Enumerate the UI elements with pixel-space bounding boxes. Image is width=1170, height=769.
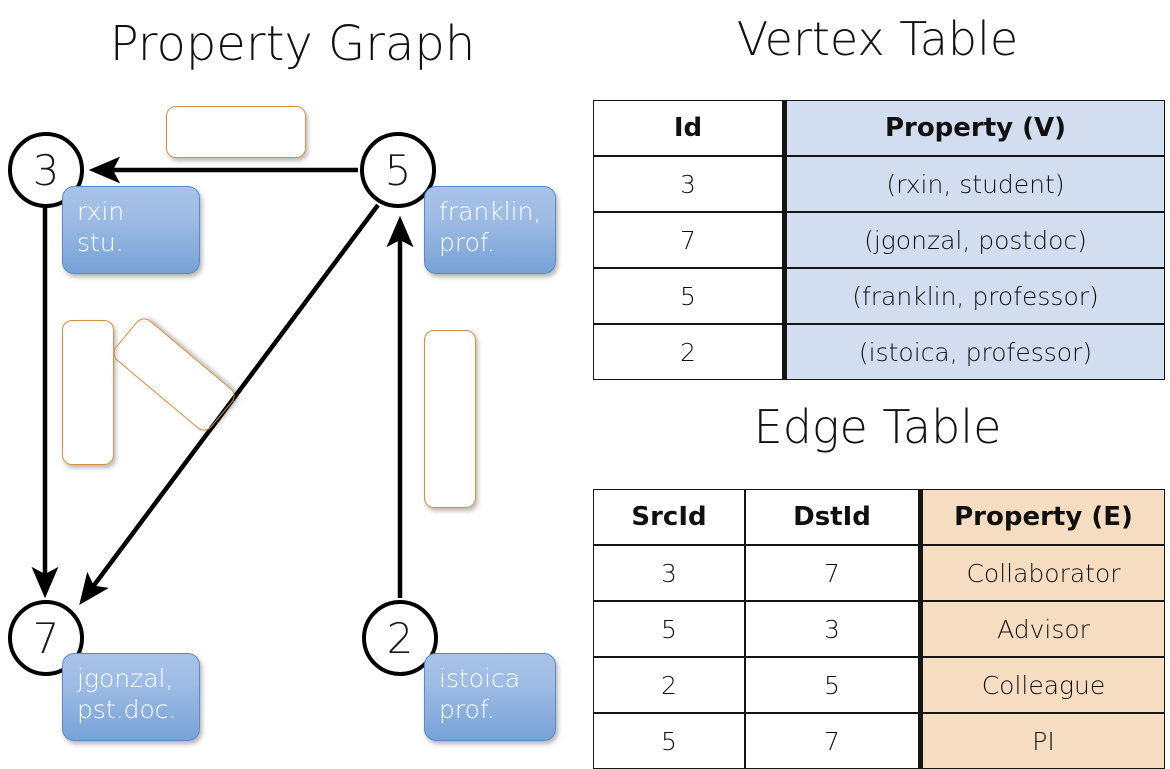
edge-label-pi-text: PI [155,355,193,394]
edge-table-header-dstid: DstId [745,489,919,545]
edge-table-cell-srcid: 3 [593,545,745,601]
page-title-vertex-table: Vertex Table [736,12,1019,66]
vertex-property-box-rxin: rxin stu. [62,186,200,274]
edge-table-cell-property: PI [919,713,1165,769]
vertex-table: Id Property (V) 3 (rxin, student) 7 (jgo… [593,100,1165,380]
table-row: 3 7 Collaborator [593,545,1165,601]
vertex-table-cell-id: 7 [593,212,783,268]
edge-table: SrcId DstId Property (E) 3 7 Collaborato… [593,489,1165,769]
graph-vertex-2[interactable]: 2 [362,600,438,676]
graph-vertex-5[interactable]: 5 [360,132,436,208]
edge-label-colleague-text: Colleague [435,354,466,484]
vertex-property-line1: franklin, [439,197,542,226]
table-row: 5 3 Advisor [593,601,1165,657]
vertex-property-box-istoica: istoica prof. [424,653,556,741]
edge-label-colleague: Colleague [424,330,476,508]
edge-table-header-srcid: SrcId [593,489,745,545]
edge-table-cell-dstid: 7 [745,545,919,601]
table-row: 2 5 Colleague [593,657,1165,713]
page-title-edge-table: Edge Table [753,400,1002,454]
edge-table-cell-property: Collaborator [919,545,1165,601]
vertex-property-line2: stu. [77,228,124,258]
vertex-property-line2: prof. [439,228,495,258]
vertex-table-cell-id: 5 [593,268,783,324]
edge-table-cell-srcid: 2 [593,657,745,713]
edge-label-advisor-text: Advisor [187,117,285,147]
edge-table-cell-srcid: 5 [593,601,745,657]
edge-table-cell-dstid: 5 [745,657,919,713]
vertex-table-cell-property: (istoica, professor) [783,324,1165,380]
vertex-property-line2: pst.doc. [77,695,177,725]
vertex-property-line1: rxin [77,197,125,226]
table-header-row: SrcId DstId Property (E) [593,489,1165,545]
vertex-property-line1: istoica [439,664,521,693]
vertex-table-cell-id: 3 [593,156,783,212]
edge-label-collab: Collab. [62,320,114,465]
edge-label-collab-text: Collab. [73,347,103,438]
vertex-property-box-franklin: franklin, prof. [424,186,556,274]
vertex-table-cell-property: (franklin, professor) [783,268,1165,324]
edge-label-advisor: Advisor [166,106,306,158]
vertex-property-line1: jgonzal, [77,664,174,693]
vertex-table-header-property: Property (V) [783,100,1165,156]
edge-table-cell-property: Colleague [919,657,1165,713]
edge-table-cell-dstid: 3 [745,601,919,657]
edge-table-cell-property: Advisor [919,601,1165,657]
vertex-table-cell-id: 2 [593,324,783,380]
edge-arrow-5-to-7 [79,203,380,606]
vertex-table-header-id: Id [593,100,783,156]
graph-edge-arrows [31,156,414,606]
edge-table-header-property: Property (E) [919,489,1165,545]
table-row: 5 (franklin, professor) [593,268,1165,324]
edge-table-cell-srcid: 5 [593,713,745,769]
table-header-row: Id Property (V) [593,100,1165,156]
edge-table-cell-dstid: 7 [745,713,919,769]
table-row: 5 7 PI [593,713,1165,769]
page-title-property-graph: Property Graph [109,16,476,72]
vertex-table-cell-property: (jgonzal, postdoc) [783,212,1165,268]
table-row: 7 (jgonzal, postdoc) [593,212,1165,268]
table-row: 2 (istoica, professor) [593,324,1165,380]
vertex-table-cell-property: (rxin, student) [783,156,1165,212]
vertex-property-box-jgonzal: jgonzal, pst.doc. [62,653,200,741]
table-row: 3 (rxin, student) [593,156,1165,212]
vertex-property-line2: prof. [439,695,495,725]
property-graph-diagram: 3 5 7 2 rxin stu. franklin, prof. jgonza… [0,0,585,760]
